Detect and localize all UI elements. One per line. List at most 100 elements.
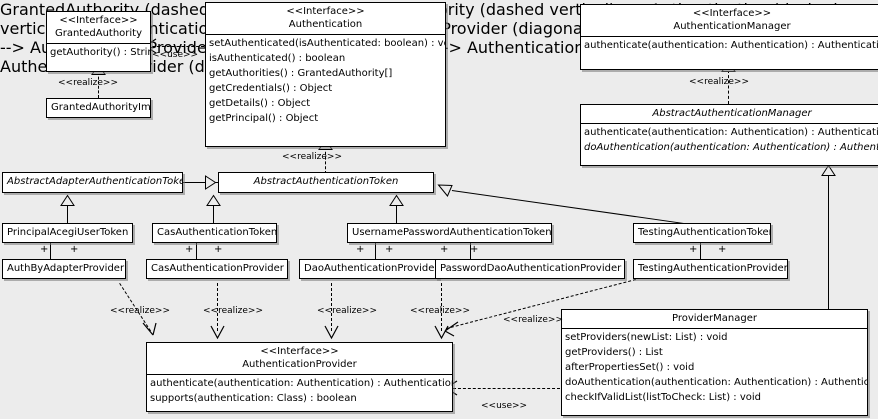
operation: setProviders(newList: List) : void	[565, 332, 728, 343]
class-name: CasAuthenticationProvider	[151, 263, 284, 274]
connector-assoc-cas-token-provider	[196, 243, 197, 259]
class-header: GrantedAuthorityImpl	[47, 99, 150, 117]
class-header: CasAuthenticationToken	[153, 224, 276, 242]
class-header: UsernamePasswordAuthenticationToken	[348, 224, 551, 242]
hollow-triangle-icon	[60, 194, 75, 206]
class-granted-authority-impl[interactable]: GrantedAuthorityImpl	[46, 98, 151, 118]
class-authentication-provider[interactable]: <<Interface>> AuthenticationProvider aut…	[146, 342, 453, 412]
class-header: AbstractAdapterAuthenticationToken	[3, 173, 182, 191]
class-header: PrincipalAcegiUserToken	[3, 224, 132, 242]
connector-realize-abstract-authentication-token	[325, 147, 326, 174]
class-testing-authentication-provider[interactable]: TestingAuthenticationProvider	[633, 259, 788, 279]
connector-realize-dao-authentication-provider	[331, 283, 332, 331]
class-authentication-manager[interactable]: <<Interface>> AuthenticationManager auth…	[580, 4, 878, 70]
operation: checkIfValidList(listToCheck: List) : vo…	[565, 392, 762, 403]
class-header: <<Interface>> AuthenticationManager	[581, 5, 878, 36]
class-header: AbstractAuthenticationManager	[581, 105, 878, 123]
class-provider-manager[interactable]: ProviderManager setProviders(newList: Li…	[561, 309, 868, 416]
role-marker-plus: +	[40, 244, 49, 255]
class-header: <<Interface>> GrantedAuthority	[47, 12, 150, 43]
class-username-password-authentication-token[interactable]: UsernamePasswordAuthenticationToken	[347, 223, 552, 243]
connector-realize-cas-authentication-provider	[217, 283, 218, 331]
class-header: TestingAuthenticationToken	[634, 224, 770, 242]
class-principal-acegi-user-token[interactable]: PrincipalAcegiUserToken	[2, 223, 133, 243]
hollow-triangle-icon	[206, 194, 221, 206]
operations-compartment: setProviders(newList: List) : void getPr…	[562, 328, 867, 406]
class-name: DaoAuthenticationProvider	[304, 263, 439, 274]
role-marker-plus: +	[185, 244, 194, 255]
role-marker-plus: +	[718, 244, 727, 255]
class-header: AuthByAdapterProvider	[3, 260, 125, 278]
role-marker-plus: +	[440, 244, 449, 255]
stereotype-label: <<Interface>>	[286, 6, 365, 17]
class-abstract-adapter-authentication-token[interactable]: AbstractAdapterAuthenticationToken	[2, 172, 183, 193]
stereotype-label: <<Interface>>	[692, 8, 772, 19]
operation: authenticate(authentication: Authenticat…	[584, 40, 878, 51]
class-header: TestingAuthenticationProvider	[634, 260, 787, 278]
hollow-triangle-icon	[205, 175, 217, 190]
stereotype-label: <<Interface>>	[59, 15, 138, 26]
class-granted-authority[interactable]: <<Interface>> GrantedAuthority getAuthor…	[46, 11, 151, 72]
open-arrowhead-icon	[142, 322, 158, 336]
stereotype-label: <<Interface>>	[260, 346, 339, 357]
class-password-dao-authentication-provider[interactable]: PasswordDaoAuthenticationProvider	[435, 259, 625, 279]
operation: authenticate(authentication: Authenticat…	[584, 127, 878, 138]
class-name: AbstractAuthenticationToken	[253, 176, 399, 187]
class-name: GrantedAuthority	[54, 28, 143, 39]
role-marker-plus: +	[214, 244, 223, 255]
connector-realize-granted-authority-impl	[98, 72, 99, 98]
role-marker-plus: +	[689, 244, 698, 255]
class-name: AbstractAdapterAuthenticationToken	[7, 176, 183, 187]
class-header: ProviderManager	[562, 310, 867, 328]
label-realize-abstract-authentication-manager: <<realize>>	[689, 77, 749, 87]
operation: getDetails() : Object	[209, 98, 311, 109]
label-realize-password-dao-authentication-provider: <<realize>>	[410, 306, 470, 316]
class-name: TestingAuthenticationToken	[638, 227, 771, 238]
operation: getPrincipal() : Object	[209, 113, 319, 124]
label-realize-abstract-authentication-token: <<realize>>	[282, 152, 342, 162]
class-header: CasAuthenticationProvider	[147, 260, 287, 278]
connector-realize-abstract-authentication-manager	[728, 70, 729, 104]
connector-generalization-principal-acegi-token	[67, 205, 68, 223]
hollow-triangle-icon	[821, 164, 836, 176]
operation: doAuthentication(authentication: Authent…	[584, 142, 878, 153]
label-realize-granted-authority-impl: <<realize>>	[58, 78, 118, 88]
open-arrowhead-icon	[324, 325, 339, 340]
class-name: Authentication	[288, 19, 363, 30]
operation: setAuthenticated(isAuthenticated: boolea…	[209, 38, 446, 49]
class-dao-authentication-provider[interactable]: DaoAuthenticationProvider	[299, 259, 439, 279]
label-realize-testing-authentication-provider: <<realize>>	[503, 315, 563, 325]
class-name: CasAuthenticationToken	[157, 227, 277, 238]
class-authentication[interactable]: <<Interface>> Authentication setAuthenti…	[205, 2, 446, 147]
operation: doAuthentication(authentication: Authent…	[565, 377, 868, 388]
class-cas-authentication-token[interactable]: CasAuthenticationToken	[152, 223, 277, 243]
class-auth-by-adapter-provider[interactable]: AuthByAdapterProvider	[2, 259, 126, 279]
connector-generalization-provider-manager	[828, 174, 829, 309]
operation: supports(authentication: Class) : boolea…	[150, 393, 357, 404]
label-realize-cas-authentication-provider: <<realize>>	[203, 306, 263, 316]
role-marker-plus: +	[356, 244, 365, 255]
hollow-triangle-icon	[437, 183, 453, 197]
operation: afterPropertiesSet() : void	[565, 362, 695, 373]
class-testing-authentication-token[interactable]: TestingAuthenticationToken	[633, 223, 771, 243]
connector-assoc-testing-token-provider	[700, 243, 701, 259]
class-abstract-authentication-token[interactable]: AbstractAuthenticationToken	[218, 172, 434, 193]
class-abstract-authentication-manager[interactable]: AbstractAuthenticationManager authentica…	[580, 104, 878, 166]
class-name: AbstractAuthenticationManager	[652, 108, 812, 119]
connector-generalization-username-password-token	[396, 205, 397, 223]
operations-compartment: setAuthenticated(isAuthenticated: boolea…	[206, 34, 445, 127]
operation: getProviders() : List	[565, 347, 663, 358]
class-header: DaoAuthenticationProvider	[300, 260, 438, 278]
operation: getAuthorities() : GrantedAuthority[]	[209, 68, 393, 79]
class-name: ProviderManager	[671, 313, 757, 324]
operation: isAuthenticated() : boolean	[209, 53, 346, 64]
class-header: AbstractAuthenticationToken	[219, 173, 433, 191]
role-marker-plus: +	[470, 244, 479, 255]
connector-generalization-abstract-adapter-token	[182, 182, 218, 183]
label-use-provider-manager-authentication-provider: <<use>>	[481, 401, 528, 411]
class-cas-authentication-provider[interactable]: CasAuthenticationProvider	[146, 259, 288, 279]
connector-assoc-principal-token-provider	[50, 243, 51, 259]
label-realize-dao-authentication-provider: <<realize>>	[317, 306, 377, 316]
class-header: PasswordDaoAuthenticationProvider	[436, 260, 624, 278]
operation: getCredentials() : Object	[209, 83, 333, 94]
